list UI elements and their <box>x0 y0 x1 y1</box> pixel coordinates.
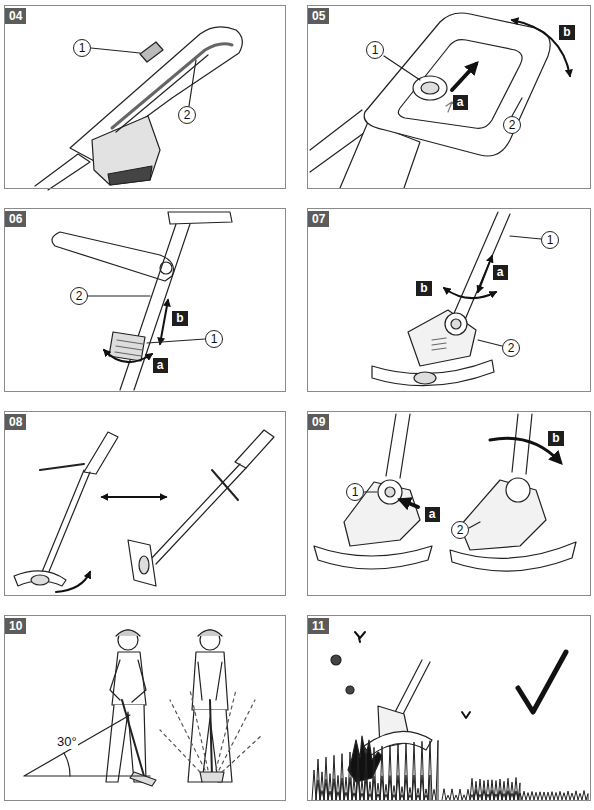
callout-number: 2 <box>451 521 469 539</box>
callout-number: 2 <box>503 116 521 134</box>
step-letter: b <box>416 281 432 296</box>
callout-text: a <box>429 508 436 520</box>
panel-number: 09 <box>308 414 329 430</box>
callout-number: 2 <box>178 106 196 124</box>
angle-dimension: 30° <box>56 734 78 749</box>
callout-text: 2 <box>509 119 516 131</box>
panel-number: 05 <box>308 8 329 24</box>
callout-number: 2 <box>502 339 520 357</box>
step-letter: a <box>153 358 168 373</box>
grass <box>312 740 438 800</box>
figure-panel: 08 <box>4 411 286 596</box>
callout-number: 1 <box>73 39 91 57</box>
panel-number: 07 <box>308 211 329 227</box>
callout-text: b <box>176 312 183 324</box>
callout-number: 2 <box>70 287 88 305</box>
step-letter: a <box>425 507 440 522</box>
callout-text: 1 <box>372 44 379 56</box>
figure-panel: 04 1 2 <box>4 5 286 189</box>
figure-panel: 07 1 2 a b <box>307 208 591 392</box>
step-letter: a <box>493 265 508 280</box>
figure-panel: 10 <box>4 615 286 801</box>
grass <box>470 778 520 800</box>
callout-text: b <box>563 26 570 38</box>
callout-text: 1 <box>79 42 86 54</box>
figure-panel: 11 <box>307 615 591 801</box>
callout-number: 1 <box>541 231 559 249</box>
callout-text: a <box>497 266 504 278</box>
panel-number: 04 <box>5 8 26 24</box>
callout-text: b <box>420 282 427 294</box>
callout-text: a <box>157 359 164 371</box>
panel-number: 08 <box>5 414 26 430</box>
callout-text: b <box>552 432 559 444</box>
callout-text: 2 <box>184 109 191 121</box>
step-letter: b <box>548 431 564 446</box>
callout-number: 1 <box>205 330 223 348</box>
panel-number: 11 <box>308 618 329 634</box>
panel-number: 06 <box>5 211 26 227</box>
callout-number: 1 <box>346 483 364 501</box>
callout-text: 2 <box>457 524 464 536</box>
step-letter: b <box>559 25 575 40</box>
callout-number: 1 <box>366 41 384 59</box>
callout-text: 1 <box>547 234 554 246</box>
figure-panel: 05 1 2 a b <box>307 5 591 189</box>
figure-panel: 09 1 2 a b <box>307 411 591 596</box>
panel-number: 10 <box>5 618 26 634</box>
callout-text: a <box>457 96 464 108</box>
grass <box>316 775 430 800</box>
figure-panel: 06 1 2 a b <box>4 208 286 392</box>
callout-text: 2 <box>508 342 515 354</box>
callout-text: 1 <box>352 486 359 498</box>
step-letter: b <box>172 311 188 326</box>
angle-text: 30° <box>57 734 77 749</box>
step-letter: a <box>453 95 468 110</box>
callout-text: 1 <box>211 333 218 345</box>
callout-text: 2 <box>76 290 83 302</box>
